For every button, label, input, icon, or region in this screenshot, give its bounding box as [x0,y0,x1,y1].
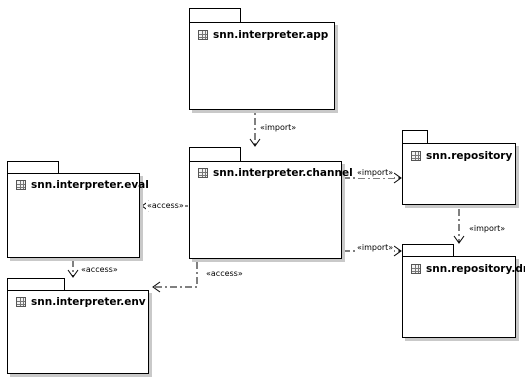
dependency-arrowhead-app-channel [249,138,261,147]
package-icon [198,30,208,40]
package-body [189,161,342,259]
package-title: snn.repository.dns [411,263,525,275]
package-name: snn.interpreter.eval [31,179,149,191]
package-title: snn.interpreter.app [198,29,328,41]
dependency-arrowhead-channel-dns [393,245,402,257]
package-name: snn.interpreter.app [213,29,329,41]
dependency-label-channel-eval: «access» [146,201,185,211]
dependency-label-channel-dns: «import» [356,243,395,253]
package-body [7,290,149,374]
package-name: snn.interpreter.channel [213,167,353,179]
dependency-arrowhead-repository-dns [453,235,465,244]
dependency-label-repository-dns: «import» [468,224,507,234]
package-body [189,22,335,110]
dependency-arrowhead-eval-env [67,269,79,278]
dependency-label-eval-env: «access» [80,265,119,275]
package-body [402,143,516,205]
package-body [402,256,516,338]
dependency-line-channel-env[interactable] [153,262,198,288]
package-title: snn.interpreter.channel [198,167,353,179]
package-tab [402,244,454,257]
package-name: snn.interpreter.env [31,296,146,308]
package-tab [7,161,59,174]
dependency-label-app-channel: «import» [259,123,298,133]
package-name: snn.repository [426,150,513,162]
package-title: snn.interpreter.env [16,296,146,308]
dependency-arrowhead-channel-env [152,281,161,293]
package-icon [16,180,26,190]
package-icon [198,168,208,178]
package-tab [189,147,241,162]
dependency-arrowhead-channel-repository [393,172,402,184]
dependency-label-channel-env: «access» [205,269,244,279]
package-title: snn.repository [411,150,512,162]
package-body [7,173,140,258]
package-icon [16,297,26,307]
package-tab [189,8,241,23]
package-icon [411,151,421,161]
package-tab [7,278,65,291]
package-name: snn.repository.dns [426,263,525,275]
package-title: snn.interpreter.eval [16,179,149,191]
dependency-label-channel-repository: «import» [356,168,395,178]
package-tab [402,130,428,144]
package-icon [411,264,421,274]
